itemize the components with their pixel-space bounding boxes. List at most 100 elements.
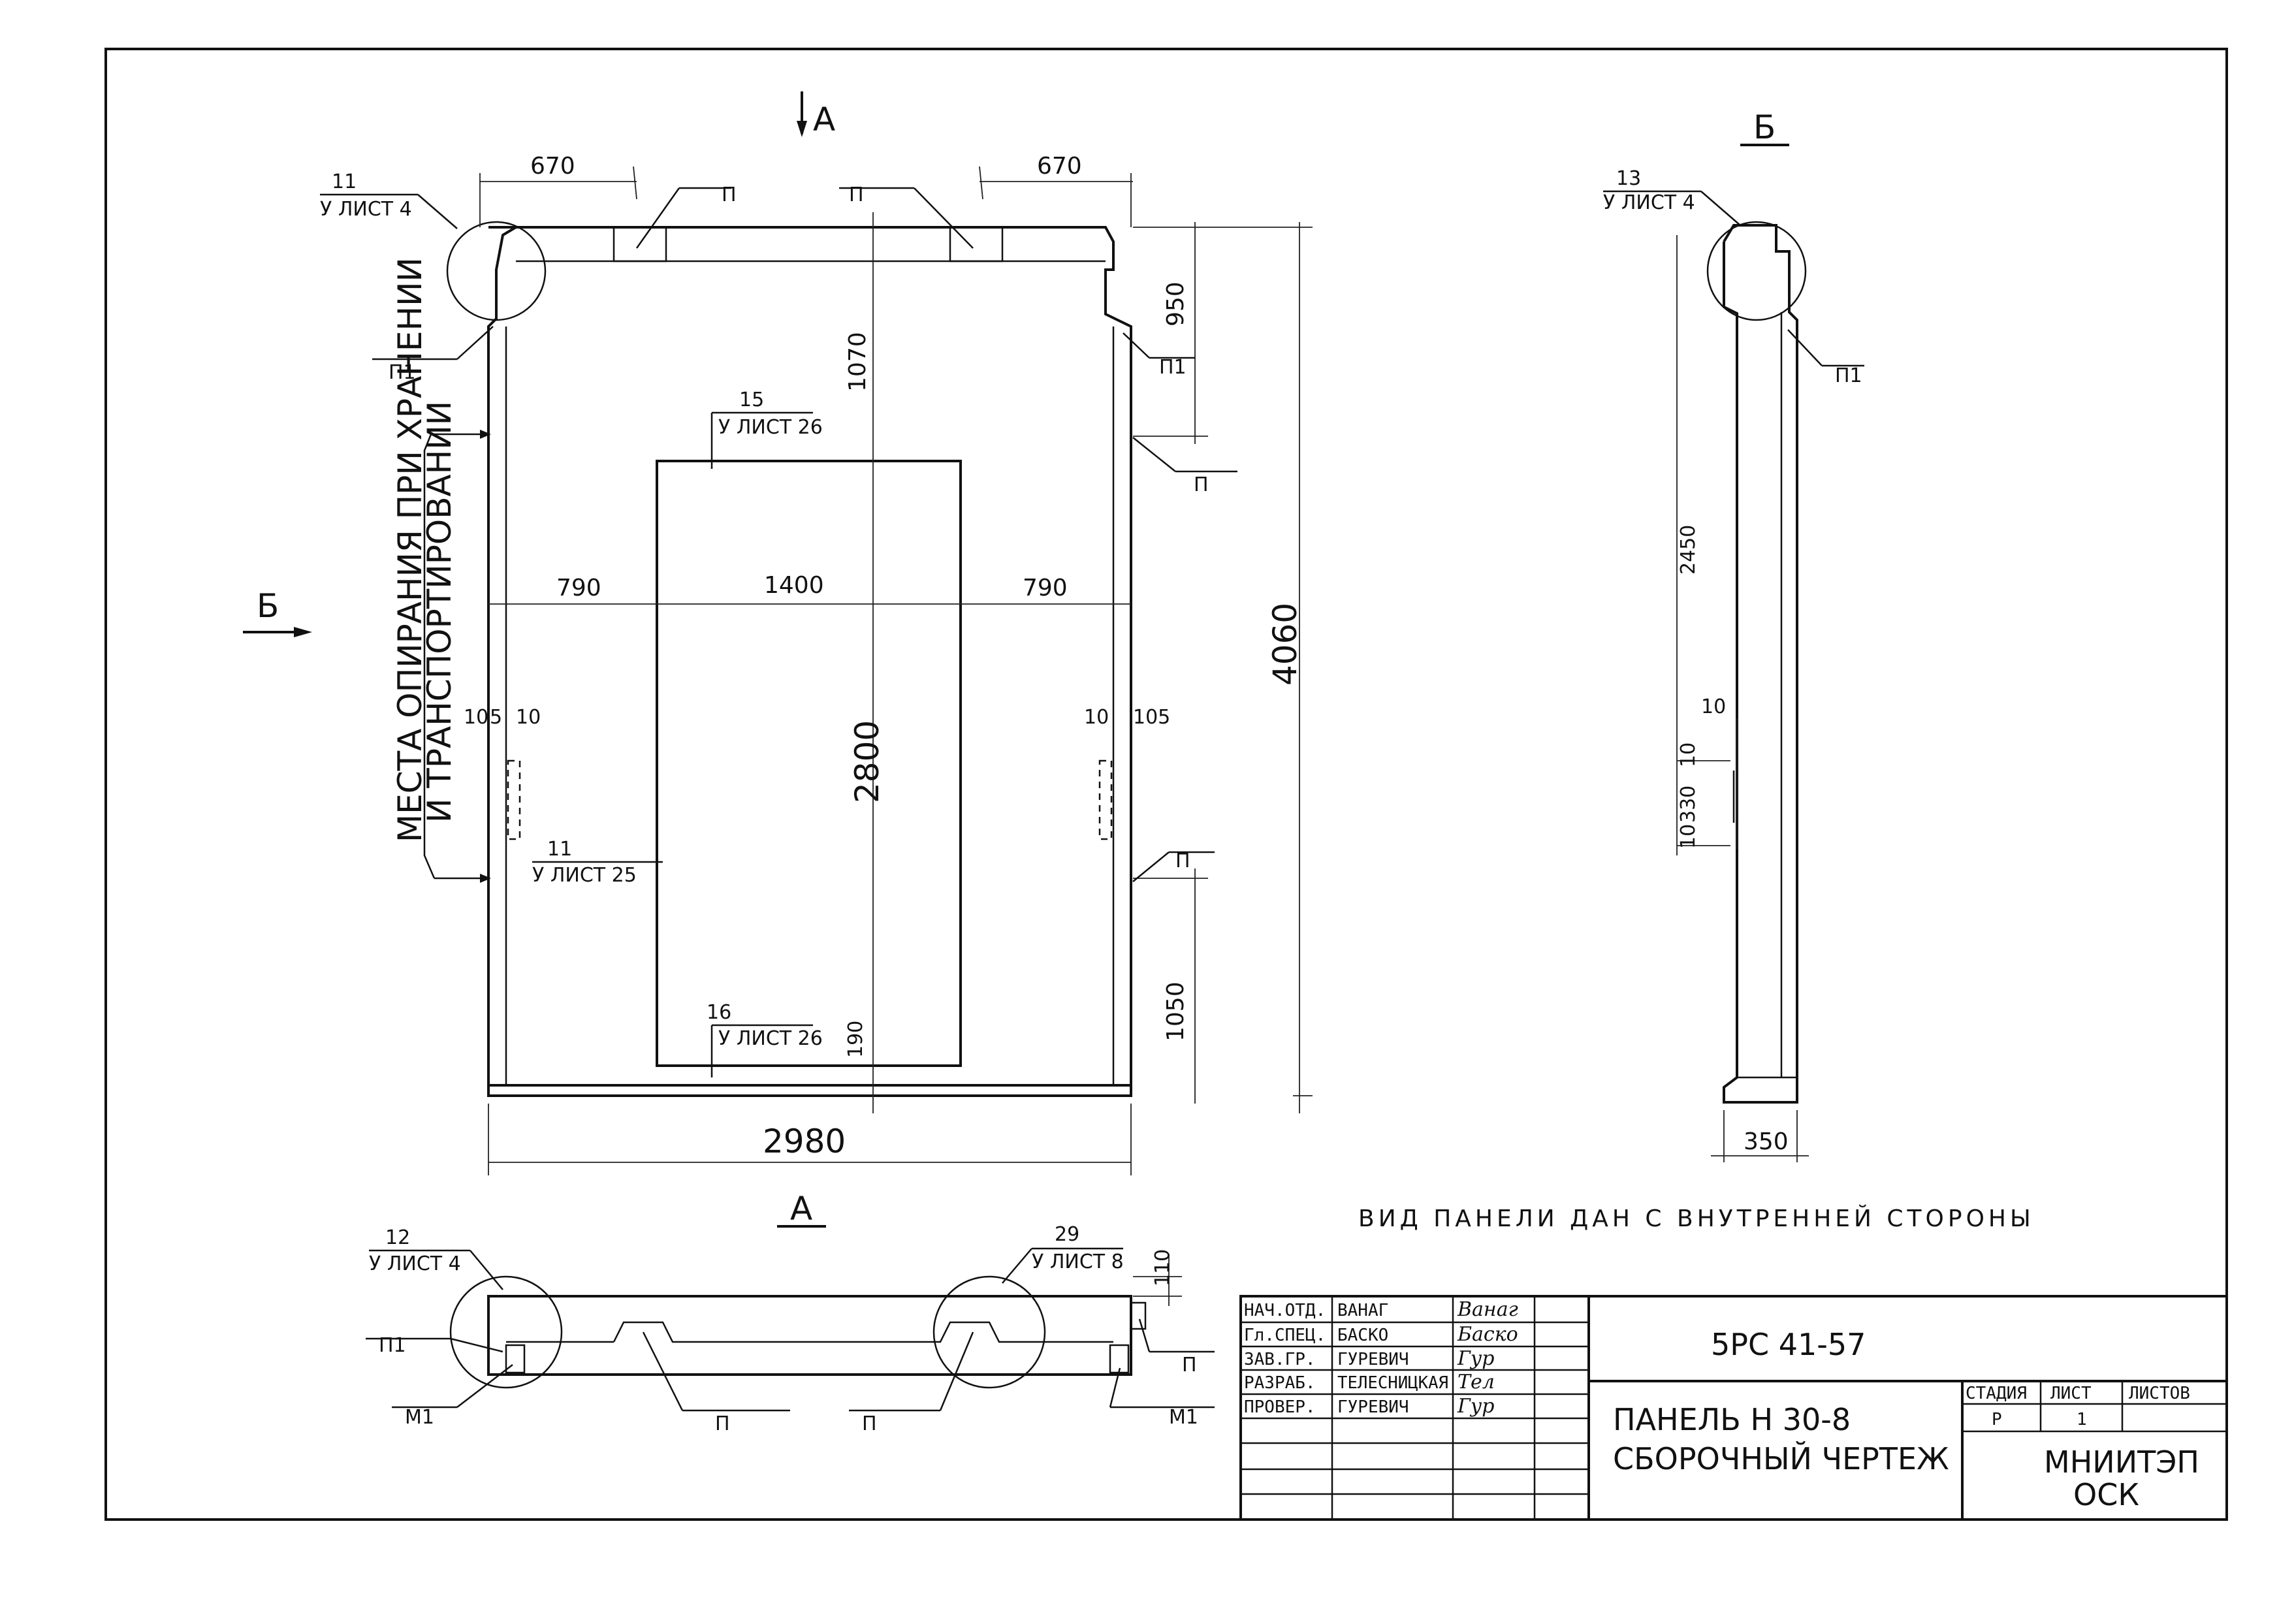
mark-p-top-right: П	[839, 183, 974, 249]
svg-text:А: А	[813, 101, 835, 138]
svg-text:У ЛИСТ 26: У ЛИСТ 26	[718, 1027, 823, 1050]
top-recess-left	[613, 226, 667, 263]
dim-upper-right: 950	[1162, 281, 1189, 326]
right-embedded-part	[1098, 759, 1113, 840]
sheet-frame	[104, 48, 2228, 1521]
svg-text:У ЛИСТ 8: У ЛИСТ 8	[1032, 1250, 1124, 1273]
svg-text:М1: М1	[1169, 1406, 1198, 1429]
dim-bottom: 190	[844, 1021, 867, 1058]
dim-left-small-c: 10	[516, 706, 541, 729]
svg-text:П: П	[715, 1412, 730, 1435]
dim-left-small-a: 10	[464, 706, 488, 729]
tb-title-line2: СБОРОЧНЫЙ ЧЕРТЕЖ	[1613, 1441, 1949, 1476]
dim-side-10-a: 10	[1701, 695, 1726, 718]
tb-role-3: РАЗРАБ.	[1244, 1373, 1316, 1393]
svg-text:У ЛИСТ 4: У ЛИСТ 4	[320, 198, 412, 221]
dim-section-height: 110	[1151, 1249, 1174, 1286]
tb-sheet-head: ЛИСТ	[2050, 1384, 2092, 1403]
tb-stage: Р	[1992, 1410, 2002, 1429]
view-note: ВИД ПАНЕЛИ ДАН С ВНУТРЕННЕЙ СТОРОНЫ	[1358, 1205, 2035, 1232]
svg-text:13: 13	[1616, 167, 1641, 190]
tb-signature-1: Баско	[1457, 1323, 1518, 1346]
svg-text:У ЛИСТ 26: У ЛИСТ 26	[718, 416, 823, 439]
mark-p-right-upper: П	[1132, 437, 1237, 496]
tb-name-3: ТЕЛЕСНИЦКАЯ	[1337, 1373, 1448, 1393]
svg-text:У ЛИСТ 4: У ЛИСТ 4	[1603, 191, 1695, 214]
dim-left-small-b: 5	[490, 706, 502, 729]
callout-11-top: 11 У ЛИСТ 4	[320, 170, 458, 229]
dim-side-10-c: 10	[1677, 742, 1700, 767]
title-block	[1239, 1295, 2228, 1521]
mark-p-section-right: П	[849, 1331, 974, 1435]
tb-signature-0: Ванаг	[1457, 1298, 1518, 1321]
front-dimensions	[479, 166, 1313, 1175]
callout-12: 12 У ЛИСТ 4	[369, 1226, 503, 1290]
dim-opening-width: 1400	[764, 572, 824, 599]
tb-title-line1: ПАНЕЛЬ Н 30-8	[1613, 1402, 1851, 1437]
svg-text:М1: М1	[405, 1406, 434, 1429]
callout-16: 16 У ЛИСТ 26	[707, 1001, 823, 1077]
dim-side-10-b: 10	[1677, 824, 1700, 849]
callout-13: 13 У ЛИСТ 4	[1603, 167, 1741, 226]
svg-text:П: П	[862, 1412, 877, 1435]
tb-signature-2: Гур	[1457, 1347, 1494, 1370]
mark-p-section-left: П	[642, 1331, 790, 1435]
svg-text:П: П	[1194, 473, 1209, 496]
svg-text:12: 12	[385, 1226, 410, 1249]
dim-top-to-opening: 1070	[844, 332, 871, 392]
dim-side-thickness: 350	[1744, 1128, 1789, 1155]
tb-sheets-head: ЛИСТОВ	[2129, 1384, 2190, 1403]
svg-text:У ЛИСТ 4: У ЛИСТ 4	[369, 1252, 461, 1275]
svg-text:15: 15	[739, 389, 764, 411]
svg-text:16: 16	[707, 1001, 731, 1024]
dim-bottom-right: 1050	[1162, 981, 1189, 1042]
svg-text:11: 11	[547, 838, 572, 861]
mark-m1-left: М1	[392, 1364, 513, 1429]
tb-sheet: 1	[2077, 1410, 2087, 1429]
detail-circle-11	[446, 221, 547, 321]
tb-role-1: Гл.СПЕЦ.	[1244, 1326, 1326, 1345]
svg-text:МЕСТА ОПИРАНИЯ ПРИ ХРАНЕНИИ: МЕСТА ОПИРАНИЯ ПРИ ХРАНЕНИИ	[391, 257, 429, 842]
dim-opening-height: 2800	[848, 720, 886, 803]
detail-circle-29	[932, 1275, 1046, 1389]
top-recess-right	[949, 226, 1004, 263]
mark-p-right-lower: П	[1132, 850, 1215, 882]
svg-text:У ЛИСТ 25: У ЛИСТ 25	[532, 864, 637, 887]
tb-signature-3: Тел	[1458, 1371, 1495, 1393]
tb-code: 5РС 41-57	[1711, 1327, 1866, 1362]
side-view: Б	[1676, 108, 1809, 1162]
svg-text:Б: Б	[257, 587, 279, 625]
tb-org-line2: ОСК	[2073, 1477, 2139, 1512]
front-view	[446, 212, 1132, 1113]
dim-top-left: 670	[530, 153, 575, 180]
side-view-title: Б	[1753, 108, 1776, 146]
dim-right-small-a: 10	[1084, 706, 1109, 729]
svg-text:И ТРАНСПОРТИРОВАНИИ: И ТРАНСПОРТИРОВАНИИ	[421, 401, 458, 823]
svg-text:11: 11	[332, 170, 357, 193]
dim-overall-height: 4060	[1266, 603, 1304, 686]
mark-p-top-left: П	[635, 183, 737, 249]
view-a-marker-top: А	[797, 91, 835, 138]
mark-p1-right: П1	[1123, 332, 1195, 379]
dim-left-side: 790	[556, 575, 601, 601]
dim-side-330: 330	[1677, 786, 1700, 823]
callout-15: 15 У ЛИСТ 26	[710, 389, 823, 469]
section-body	[487, 1295, 1132, 1376]
section-a: А	[449, 1190, 1182, 1389]
tb-role-2: ЗАВ.ГР.	[1244, 1350, 1316, 1369]
svg-text:П: П	[1175, 850, 1190, 872]
detail-circle-12	[449, 1275, 563, 1389]
support-note: МЕСТА ОПИРАНИЯ ПРИ ХРАНЕНИИ И ТРАНСПОРТИ…	[391, 257, 491, 883]
tb-name-4: ГУРЕВИЧ	[1337, 1397, 1409, 1417]
svg-text:29: 29	[1055, 1223, 1079, 1246]
tb-stage-head: СТАДИЯ	[1966, 1384, 2027, 1403]
section-a-title: А	[790, 1190, 812, 1228]
panel-outline	[487, 226, 1132, 1097]
side-outline	[1723, 224, 1798, 1104]
tb-role-0: НАЧ.ОТД.	[1244, 1301, 1326, 1320]
tb-name-0: ВАНАГ	[1337, 1301, 1388, 1320]
left-embedded-part	[507, 759, 521, 840]
opening	[656, 460, 962, 1067]
svg-text:П1: П1	[1835, 364, 1862, 387]
